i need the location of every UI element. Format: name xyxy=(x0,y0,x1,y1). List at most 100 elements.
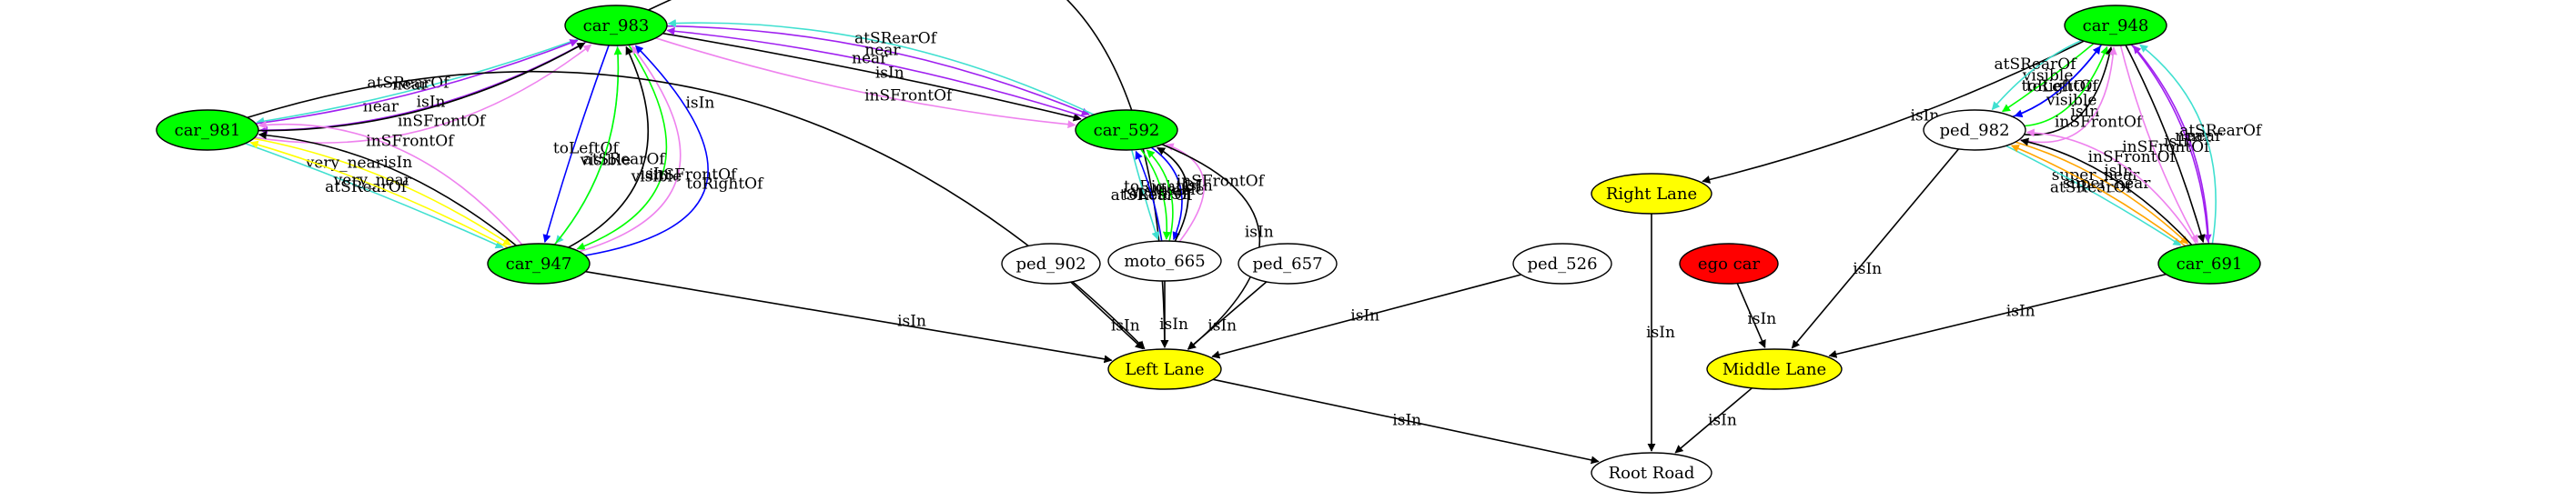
node-shape xyxy=(2064,5,2167,46)
edge-moto_665-isIn-car_592 xyxy=(1157,146,1189,242)
edge-label: atSRearOf xyxy=(2179,122,2263,140)
node-ego-car: ego car xyxy=(1679,243,1779,285)
edge-label: visible xyxy=(2046,91,2097,109)
edge-car_983-atSRearOf-car_981 xyxy=(256,38,579,125)
edge-moto_665-visible-car_592 xyxy=(1146,149,1174,242)
edge-car_948-atSRearOf-ped_982 xyxy=(1991,39,2083,111)
edge-ped_982-isIn-middle_lane xyxy=(1791,148,1960,349)
edge-label: very_near xyxy=(305,155,384,173)
edge-left_lane-isIn-root_road xyxy=(1213,378,1600,465)
edge-car_947-isIn-car_983 xyxy=(568,45,650,248)
edge-car_592-atSRearOf-moto_665 xyxy=(1131,149,1160,241)
edge-car_947-inSFrontOf-car_983 xyxy=(579,45,682,253)
node-car-981: car_981 xyxy=(156,109,259,151)
edges-layer: nearatSRearOfnearisIninSFrontOfisInvisib… xyxy=(245,0,2263,465)
edge-label: isIn xyxy=(1646,324,1675,342)
node-car-691: car_691 xyxy=(2157,243,2261,285)
edge-label: toLeftOf xyxy=(1123,185,1189,204)
edge-label: isIn xyxy=(1708,412,1737,430)
edge-car_947-isIn-car_981 xyxy=(258,131,518,246)
node-shape xyxy=(1107,240,1222,282)
edge-car_981-very_near-car_947 xyxy=(253,137,512,246)
edge-car_592-near-car_983 xyxy=(666,26,1087,118)
edge-label: isIn xyxy=(2006,303,2036,321)
node-shape xyxy=(1075,109,1178,151)
edge-car_983-visible-car_947 xyxy=(576,44,668,250)
node-right-lane: Right Lane xyxy=(1591,173,1712,215)
edge-car_691-isIn-middle_lane xyxy=(1828,273,2167,358)
edge-ped_657-isIn-left_lane xyxy=(1187,281,1268,350)
edge-label: isIn xyxy=(2164,133,2193,151)
edge-ped_982-atSRearOf-car_691 xyxy=(2005,145,2182,246)
edge-label: isIn xyxy=(383,154,412,172)
node-ped-982: ped_982 xyxy=(1923,109,2026,151)
node-shape xyxy=(2157,243,2261,285)
edge-car_981-near-car_983 xyxy=(255,39,579,125)
edge-ped_982-super_near-car_691 xyxy=(2015,141,2189,245)
edge-car_948-inSFrontOf-car_691 xyxy=(2119,45,2198,244)
node-shape xyxy=(564,5,668,46)
edge-label: isIn xyxy=(1392,412,1421,430)
node-label: ped_657 xyxy=(1252,255,1322,274)
edge-car_592-toRightOf-moto_665 xyxy=(1150,146,1183,241)
edge-label: atSRearOf xyxy=(2050,178,2134,196)
edge-car_948-near-car_691 xyxy=(2130,44,2212,243)
node-car-592: car_592 xyxy=(1075,109,1178,151)
node-label: ped_902 xyxy=(1015,255,1086,274)
edge-ped_982-toLeftOf-car_948 xyxy=(2012,45,2101,118)
edge-label: atSRearOf xyxy=(1995,55,2078,74)
edge-car_947-inSFrontOf-car_981 xyxy=(258,120,523,245)
edge-label: atSRearOf xyxy=(368,75,451,93)
node-label: Root Road xyxy=(1609,464,1695,483)
edge-label: toRightOf xyxy=(2021,77,2099,95)
edge-label: very_near xyxy=(333,171,412,189)
node-shape xyxy=(1001,243,1101,285)
edge-car_981-isIn-car_983 xyxy=(258,42,586,132)
edge-label: isIn xyxy=(1350,307,1379,326)
edge-label: near xyxy=(2175,127,2211,145)
edge-ego_car-isIn-middle_lane xyxy=(1736,283,1766,349)
edge-car_691-super_near-ped_982 xyxy=(2010,145,2187,247)
node-label: car_592 xyxy=(1094,121,1160,140)
node-label: Middle Lane xyxy=(1722,360,1826,379)
node-label: Left Lane xyxy=(1125,360,1204,379)
edge-label: near xyxy=(852,50,888,68)
edge-label: atSRearOf xyxy=(854,29,938,47)
edge-car_691-near-car_948 xyxy=(2132,45,2210,245)
edge-car_691-atSRearOf-car_948 xyxy=(2139,44,2217,245)
node-shape xyxy=(1706,348,1843,390)
node-ped-657: ped_657 xyxy=(1237,243,1338,285)
edge-label: inSFrontOf xyxy=(2122,138,2211,156)
edge-label: isIn xyxy=(1853,260,1882,278)
edge-label: super_near xyxy=(2063,175,2151,193)
node-shape xyxy=(1237,243,1338,285)
node-shape xyxy=(1512,243,1612,285)
node-shape xyxy=(1591,173,1712,215)
edge-ped_982-isIn-car_948 xyxy=(2024,46,2114,136)
node-car-947: car_947 xyxy=(487,243,591,285)
edge-car_691-inSFrontOf-ped_982 xyxy=(2025,128,2197,245)
edge-ped_902-isIn-left_lane xyxy=(1070,281,1144,350)
node-label: car_947 xyxy=(506,255,572,274)
node-middle-lane: Middle Lane xyxy=(1706,348,1843,390)
edge-label: toLeftOf xyxy=(2026,78,2093,96)
edge-label: isIn xyxy=(1747,310,1776,328)
edge-car_947-isIn-left_lane xyxy=(585,270,1113,364)
edge-label: isIn xyxy=(1159,316,1188,334)
edge-moto_665-inSFrontOf-car_592 xyxy=(1165,143,1206,243)
node-shape xyxy=(156,109,259,151)
nodes-layer: car_983car_981car_947car_592moto_665ped_… xyxy=(156,5,2261,494)
node-car-983: car_983 xyxy=(564,5,668,46)
edge-label: inSFrontOf xyxy=(864,87,954,105)
edge-label: isIn xyxy=(1111,317,1140,336)
node-label: car_983 xyxy=(583,16,650,35)
edge-car_983-isIn-car_592 xyxy=(662,32,1082,122)
node-ped-526: ped_526 xyxy=(1512,243,1612,285)
edge-label: visible xyxy=(2022,66,2074,85)
node-label: car_691 xyxy=(2177,255,2243,274)
edge-car_592-atSRearOf-car_983 xyxy=(667,19,1095,115)
node-shape xyxy=(1923,109,2026,151)
edge-ped_982-inSFrontOf-car_948 xyxy=(2018,46,2117,144)
node-label: car_948 xyxy=(2083,16,2149,35)
